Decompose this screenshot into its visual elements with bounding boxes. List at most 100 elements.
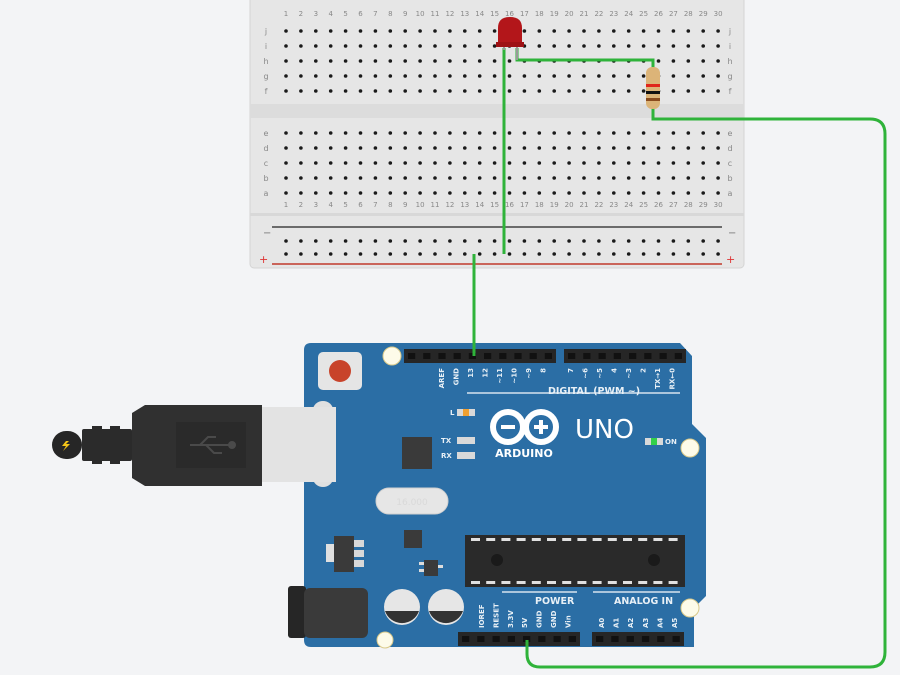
breadboard-hole[interactable] — [626, 161, 631, 165]
breadboard-hole[interactable] — [507, 74, 512, 78]
header-pin[interactable] — [477, 636, 485, 642]
breadboard-hole[interactable] — [597, 146, 601, 150]
rail-hole[interactable] — [448, 239, 452, 243]
header-pin[interactable] — [499, 353, 507, 359]
breadboard-hole[interactable] — [522, 74, 527, 78]
breadboard-hole[interactable] — [716, 59, 720, 63]
breadboard-hole[interactable] — [477, 74, 482, 78]
breadboard-hole[interactable] — [671, 59, 676, 63]
breadboard-hole[interactable] — [492, 89, 497, 93]
breadboard-hole[interactable] — [343, 176, 348, 180]
rail-hole[interactable] — [641, 252, 646, 256]
rail-hole[interactable] — [686, 239, 691, 243]
breadboard-hole[interactable] — [477, 131, 482, 135]
rail-hole[interactable] — [641, 239, 646, 243]
breadboard-hole[interactable] — [492, 191, 497, 195]
breadboard-hole[interactable] — [448, 44, 452, 48]
breadboard-hole[interactable] — [388, 74, 393, 78]
breadboard-hole[interactable] — [567, 146, 571, 150]
breadboard-hole[interactable] — [492, 29, 497, 33]
breadboard-hole[interactable] — [492, 59, 497, 63]
breadboard-hole[interactable] — [612, 176, 616, 180]
breadboard-hole[interactable] — [716, 191, 720, 195]
breadboard-hole[interactable] — [463, 74, 467, 78]
rail-hole[interactable] — [448, 252, 452, 256]
breadboard-hole[interactable] — [492, 161, 497, 165]
rail-hole[interactable] — [507, 239, 512, 243]
breadboard-hole[interactable] — [403, 29, 408, 33]
breadboard-hole[interactable] — [552, 29, 556, 33]
power-header[interactable] — [458, 632, 580, 646]
breadboard-hole[interactable] — [328, 176, 333, 180]
breadboard-hole[interactable] — [582, 131, 586, 135]
breadboard-hole[interactable] — [433, 29, 437, 33]
breadboard-hole[interactable] — [418, 131, 422, 135]
rail-hole[interactable] — [373, 239, 378, 243]
header-pin[interactable] — [408, 353, 416, 359]
breadboard-hole[interactable] — [299, 89, 303, 93]
rail-hole[interactable] — [567, 252, 571, 256]
breadboard-hole[interactable] — [656, 29, 661, 33]
breadboard-hole[interactable] — [612, 89, 616, 93]
breadboard-hole[interactable] — [358, 59, 363, 63]
rail-hole[interactable] — [343, 252, 348, 256]
breadboard-hole[interactable] — [612, 161, 616, 165]
breadboard-hole[interactable] — [671, 131, 676, 135]
breadboard-hole[interactable] — [582, 74, 586, 78]
rail-hole[interactable] — [582, 252, 586, 256]
breadboard-hole[interactable] — [328, 191, 333, 195]
breadboard-hole[interactable] — [477, 161, 482, 165]
breadboard-hole[interactable] — [418, 74, 422, 78]
header-pin[interactable] — [596, 636, 604, 642]
breadboard-hole[interactable] — [448, 29, 452, 33]
rail-hole[interactable] — [612, 239, 616, 243]
breadboard-hole[interactable] — [418, 59, 422, 63]
rail-hole[interactable] — [656, 239, 661, 243]
breadboard-hole[interactable] — [641, 176, 646, 180]
breadboard-hole[interactable] — [314, 29, 318, 33]
rail-hole[interactable] — [522, 252, 527, 256]
rail-hole[interactable] — [358, 252, 363, 256]
breadboard-hole[interactable] — [552, 191, 556, 195]
breadboard-hole[interactable] — [418, 161, 422, 165]
breadboard-hole[interactable] — [701, 146, 705, 150]
breadboard-hole[interactable] — [314, 59, 318, 63]
breadboard-hole[interactable] — [656, 44, 661, 48]
breadboard-hole[interactable] — [284, 44, 288, 48]
breadboard-hole[interactable] — [433, 191, 437, 195]
header-pin[interactable] — [674, 353, 682, 359]
breadboard-hole[interactable] — [671, 89, 676, 93]
rail-hole[interactable] — [328, 239, 333, 243]
breadboard-hole[interactable] — [463, 89, 467, 93]
breadboard-hole[interactable] — [403, 44, 408, 48]
breadboard-hole[interactable] — [328, 161, 333, 165]
rail-hole[interactable] — [492, 239, 497, 243]
breadboard-hole[interactable] — [522, 29, 527, 33]
breadboard-hole[interactable] — [716, 161, 720, 165]
breadboard-hole[interactable] — [597, 191, 601, 195]
breadboard-hole[interactable] — [373, 44, 378, 48]
breadboard-hole[interactable] — [626, 89, 631, 93]
breadboard-hole[interactable] — [448, 89, 452, 93]
breadboard-hole[interactable] — [388, 176, 393, 180]
rail-hole[interactable] — [492, 252, 497, 256]
breadboard-hole[interactable] — [388, 191, 393, 195]
breadboard-hole[interactable] — [686, 74, 691, 78]
breadboard-hole[interactable] — [299, 176, 303, 180]
breadboard-hole[interactable] — [507, 176, 512, 180]
header-pin[interactable] — [453, 353, 461, 359]
breadboard-hole[interactable] — [299, 131, 303, 135]
breadboard-hole[interactable] — [388, 29, 393, 33]
breadboard-hole[interactable] — [373, 161, 378, 165]
breadboard-hole[interactable] — [403, 161, 408, 165]
breadboard-hole[interactable] — [552, 74, 556, 78]
rail-hole[interactable] — [418, 239, 422, 243]
breadboard-hole[interactable] — [507, 191, 512, 195]
breadboard-hole[interactable] — [299, 146, 303, 150]
breadboard-hole[interactable] — [612, 29, 616, 33]
header-pin[interactable] — [423, 353, 431, 359]
breadboard-hole[interactable] — [641, 131, 646, 135]
breadboard-hole[interactable] — [582, 29, 586, 33]
reset-button[interactable] — [329, 360, 351, 382]
breadboard-hole[interactable] — [477, 29, 482, 33]
